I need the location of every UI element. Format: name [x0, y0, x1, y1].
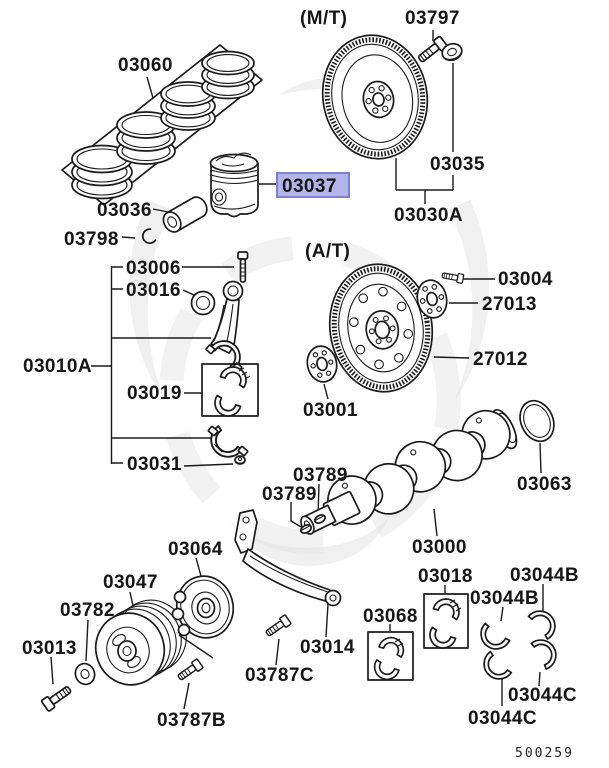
part-label-03010A: 03010A [23, 356, 92, 377]
woodruff-key-rear-illustration [314, 514, 326, 524]
crank-sensor-wheel-illustration [171, 575, 235, 639]
ring-set-2 [116, 111, 176, 165]
part-label-03031: 03031 [127, 454, 182, 475]
background-watermark [129, 77, 489, 566]
crank-adapter-spacer-illustration [306, 345, 338, 383]
part-label-03016: 03016 [126, 280, 181, 301]
part-label-03064: 03064 [168, 539, 223, 560]
woodruff-key-front-illustration [300, 524, 312, 534]
part-label-03044B-left: 03044B [470, 588, 539, 609]
part-label-03013: 03013 [22, 638, 77, 659]
bolt-03787c-illustration [263, 613, 293, 640]
part-label-03047: 03047 [103, 572, 158, 593]
pulley-washer-illustration [74, 662, 96, 686]
crankshaft-illustration [300, 409, 518, 535]
part-label-03019: 03019 [127, 383, 182, 404]
thrust-washer-03044b-right-illustration [527, 604, 562, 641]
section-label-at: (A/T) [305, 241, 350, 262]
piston-pin-illustration [162, 196, 208, 233]
thrust-washer-03044c-left-illustration [477, 650, 513, 686]
part-label-03063: 03063 [517, 474, 572, 495]
part-label-03030A: 03030A [394, 205, 463, 226]
part-label-03782: 03782 [60, 600, 115, 621]
part-label-03044B-right: 03044B [510, 565, 579, 586]
ring-set-3 [160, 81, 216, 131]
part-label-03060: 03060 [118, 55, 173, 76]
part-label-03789-upper: 03789 [293, 465, 348, 486]
part-label-03787B: 03787B [157, 710, 226, 731]
rod-nut-illustration [234, 455, 246, 465]
connecting-rod-illustration [205, 280, 248, 373]
small-end-bushing-illustration [190, 290, 216, 316]
part-label-03036: 03036 [97, 200, 152, 221]
pilot-bushing-illustration [441, 42, 463, 62]
rear-oil-seal-illustration [519, 399, 555, 443]
part-label-03006: 03006 [126, 258, 181, 279]
main-bearing-box-03018-illustration [423, 593, 469, 654]
part-label-03000: 03000 [412, 537, 467, 558]
stiffener-bracket-illustration [234, 509, 342, 607]
part-label-03798: 03798 [64, 229, 119, 250]
flywheel-mt-illustration [321, 34, 429, 160]
rod-cap-illustration [203, 424, 249, 465]
part-label-27013: 27013 [482, 294, 537, 315]
part-label-03001: 03001 [303, 400, 358, 421]
part-label-03004: 03004 [498, 269, 553, 290]
part-label-03014: 03014 [300, 637, 355, 658]
driveplate-at-illustration [328, 263, 434, 393]
document-number: 500259 [515, 746, 574, 761]
snap-ring-illustration [141, 228, 157, 244]
thrust-washer-03044b-left-illustration [474, 622, 511, 656]
highlight-box[interactable] [276, 172, 350, 198]
part-label-03037-highlighted[interactable]: 03037 [276, 172, 350, 198]
piston-illustration [209, 152, 259, 218]
pulley-bolt-illustration [40, 682, 75, 713]
driveplate-bolt-illustration [440, 270, 465, 285]
part-label-03044C-lower: 03044C [468, 708, 537, 729]
part-label-27012: 27012 [473, 349, 528, 370]
part-label-03787C: 03787C [245, 665, 314, 686]
part-label-03035: 03035 [430, 154, 485, 175]
part-label-03044C-right: 03044C [508, 685, 577, 706]
rod-bolt-illustration [237, 251, 249, 283]
ring-set-1 [71, 144, 133, 200]
part-label-03068: 03068 [363, 606, 418, 627]
main-bearing-box-03068-illustration [367, 631, 414, 685]
part-label-03789-lower: 03789 [262, 484, 317, 505]
part-label-03037[interactable]: 03037 [282, 176, 337, 197]
bolt-03787b-illustration [175, 657, 205, 684]
crank-pulley-illustration [94, 599, 187, 686]
piston-ring-set-illustration [61, 44, 263, 206]
leader-lines [50, 30, 544, 710]
part-label-03018: 03018 [418, 566, 473, 587]
adapter-plate-illustration [416, 279, 448, 319]
ring-set-4 [201, 50, 255, 100]
rod-bearing-box-illustration [201, 361, 259, 422]
thrust-washer-03044c-right-illustration [530, 633, 563, 671]
part-label-03797: 03797 [405, 8, 460, 29]
section-label-mt: (M/T) [300, 8, 347, 29]
